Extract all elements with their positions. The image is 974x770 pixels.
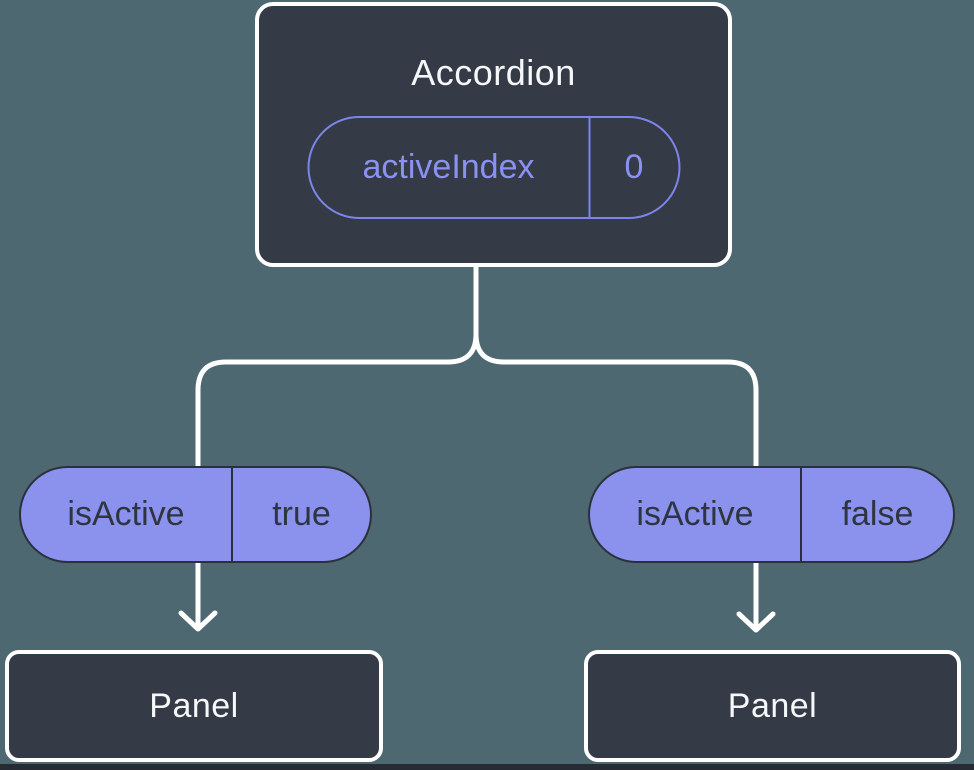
panel-node: Panel bbox=[584, 650, 961, 762]
arrow-down-icon bbox=[736, 611, 776, 633]
state-pill-name: activeIndex bbox=[362, 148, 535, 186]
panel-node-title: Panel bbox=[149, 686, 239, 725]
arrow-down-icon bbox=[178, 610, 218, 632]
prop-pill-value: false bbox=[800, 468, 953, 561]
state-pill: activeIndex 0 bbox=[307, 116, 680, 219]
prop-pill-value: true bbox=[231, 468, 370, 561]
accordion-node-title: Accordion bbox=[411, 52, 576, 93]
prop-pill-name: isActive bbox=[636, 495, 754, 533]
prop-pill: isActive true bbox=[19, 466, 372, 563]
connector-right-branch bbox=[473, 262, 759, 632]
connector-left-branch bbox=[195, 262, 479, 631]
state-pill-value: 0 bbox=[588, 118, 678, 217]
panel-node: Panel bbox=[5, 650, 383, 762]
bottom-edge-strip bbox=[0, 764, 974, 770]
accordion-node: Accordion activeIndex 0 bbox=[255, 2, 732, 267]
panel-node-title: Panel bbox=[727, 686, 818, 725]
prop-pill: isActive false bbox=[588, 466, 955, 563]
prop-pill-name: isActive bbox=[67, 495, 185, 533]
